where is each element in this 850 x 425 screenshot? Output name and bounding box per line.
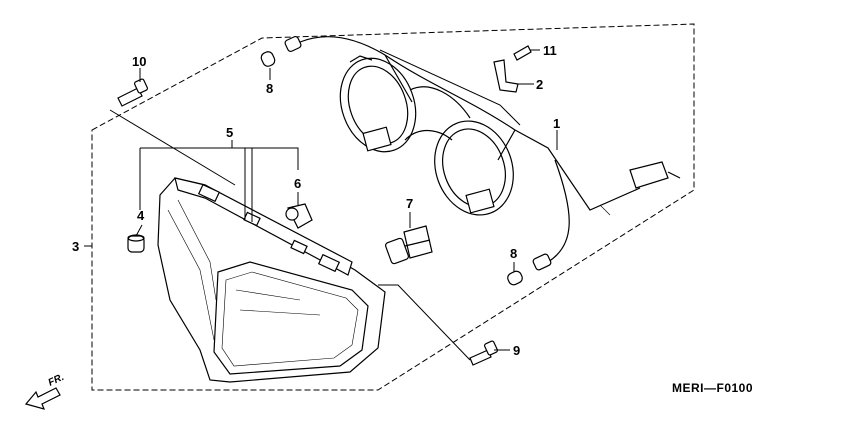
- callout-2: 2: [536, 77, 543, 92]
- headlight-housing: [157, 177, 386, 383]
- position-bulb-lower: [507, 253, 552, 286]
- assembly-boundary: [91, 23, 695, 391]
- front-direction-label: FR.: [47, 372, 66, 389]
- position-bulb-upper: [260, 35, 302, 67]
- callout-11: 11: [543, 43, 557, 58]
- callout-9: 9: [513, 343, 520, 358]
- callout-3: 3: [72, 239, 79, 254]
- wiring-harness: [299, 36, 681, 263]
- callout-1: 1: [553, 116, 560, 131]
- callout-4: 4: [137, 208, 145, 223]
- bulb-socket: [285, 203, 313, 229]
- leader-lines: [84, 49, 558, 361]
- headlight-reflector-frame: [339, 55, 514, 216]
- wire-clamp: [493, 59, 519, 93]
- front-direction-arrow-icon: FR.: [24, 372, 66, 410]
- screw-top: [117, 78, 149, 107]
- callout-8-upper: 8: [266, 81, 273, 96]
- grommet: [127, 234, 145, 253]
- callout-7: 7: [406, 196, 413, 211]
- callout-8-lower: 8: [510, 246, 517, 261]
- diagram-code: MERI—F0100: [672, 381, 753, 395]
- screw-bottom: [469, 340, 499, 366]
- bolt-small: [513, 45, 532, 61]
- headlight-bulb: [385, 225, 433, 265]
- callout-5: 5: [226, 125, 233, 140]
- callout-10: 10: [132, 54, 146, 69]
- callout-6: 6: [294, 176, 301, 191]
